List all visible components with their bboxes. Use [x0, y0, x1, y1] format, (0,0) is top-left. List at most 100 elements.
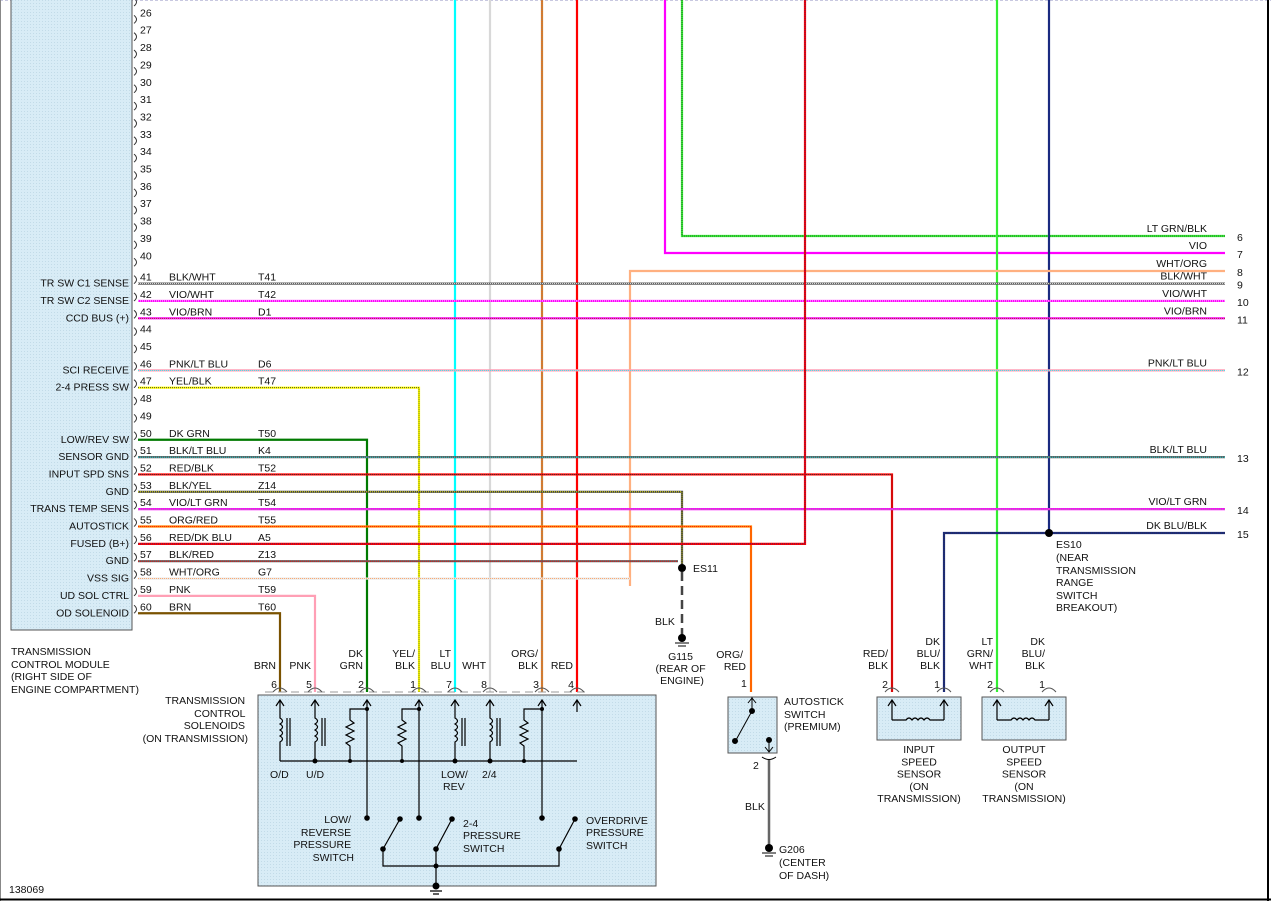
output-speed-sensor-title: OUTPUT: [1002, 744, 1046, 756]
pin-connector: [133, 84, 137, 94]
right-pin-number: 11: [1237, 314, 1248, 326]
wire-color-label: VIO/LT GRN: [169, 497, 228, 509]
ground-icon: [675, 634, 689, 647]
wire-color-label: RED/DK BLU: [169, 532, 232, 544]
pin-connector: [133, 535, 137, 545]
solenoid-coil-icon: [278, 712, 284, 761]
g115-label: G115 (REAR OF ENGINE): [655, 651, 708, 687]
sensor-wire-label: WHT: [969, 660, 993, 672]
junction-dot: [487, 758, 493, 764]
pin-function: FUSED (B+): [70, 538, 129, 550]
pin-number: 53: [140, 480, 152, 492]
sensor-pin-number: 2: [987, 679, 993, 691]
pin-connector: [447, 687, 463, 693]
ground-icon: [762, 844, 776, 857]
wire-color-label: BLK/YEL: [169, 480, 212, 492]
label-od: O/D: [270, 769, 289, 781]
junction-dot: [417, 707, 421, 711]
pin-connector: [133, 414, 137, 423]
pin-number: 29: [140, 59, 152, 71]
pin-number: 30: [140, 77, 152, 89]
wire-color-label: RED/BLK: [169, 462, 214, 474]
circuit-id: Z13: [258, 549, 276, 561]
pin-number: 42: [140, 289, 152, 301]
sensor-wire-label: BLU/: [917, 648, 940, 660]
pin-function: GND: [106, 555, 130, 567]
solenoid-pin-number: 3: [533, 679, 539, 691]
pin-connector: [359, 687, 375, 693]
solenoid-wire-label: RED: [551, 660, 574, 672]
pin-connector: [133, 67, 137, 76]
pin-connector: [272, 687, 288, 693]
right-pin-number: 12: [1237, 366, 1249, 378]
right-pin-number: 6: [1237, 232, 1243, 244]
pin-connector: [133, 0, 137, 7]
pin-connector: [133, 119, 137, 128]
wire-pin-52-tracer: [138, 474, 893, 692]
pin-function: TR SW C1 SENSE: [40, 278, 129, 290]
pin-number: 25: [140, 0, 152, 2]
wire-color-label: YEL/BLK: [169, 376, 212, 388]
circuit-id: T41: [258, 272, 276, 284]
es11-label: ES11: [693, 563, 718, 575]
resistor-icon: [518, 708, 542, 761]
circuit-id: T52: [258, 462, 276, 474]
pin-connector: [534, 687, 550, 693]
pin-connector: [133, 379, 137, 389]
pin-number: 50: [140, 428, 152, 440]
pin-number: 48: [140, 393, 152, 405]
right-wire-label: BLK/LT BLU: [1150, 444, 1207, 456]
pin-function: AUTOSTICK: [69, 521, 129, 533]
circuit-id: T47: [258, 376, 276, 388]
pin-function: 2-4 PRESS SW: [55, 382, 129, 394]
circuit-id: T60: [258, 601, 276, 613]
pin-connector: [133, 587, 137, 597]
arrow-icon: [275, 698, 285, 712]
pin-connector: [133, 49, 137, 59]
arrow-icon: [1044, 698, 1054, 720]
right-wire-label: WHT/ORG: [1156, 258, 1207, 270]
junction-dot: [452, 758, 458, 764]
arrow-icon: [450, 698, 460, 712]
right-wire-label: VIO: [1189, 240, 1207, 252]
pin-number: 28: [140, 42, 152, 54]
solenoid-wire-label: GRN: [340, 660, 363, 672]
autostick-pin2-connector: [761, 756, 777, 760]
wire-color-label: BLK/LT BLU: [169, 445, 226, 457]
pin-function: INPUT SPD SNS: [49, 468, 129, 480]
circuit-id: D6: [258, 358, 272, 370]
pin-connector: [133, 483, 137, 493]
pin-connector: [133, 205, 137, 215]
junction-dot: [522, 759, 526, 763]
tcm-module-box: [10, 0, 133, 631]
circuit-id: T50: [258, 428, 276, 440]
pin-function: GND: [106, 486, 130, 498]
label-low-rev: LOW/REV: [441, 769, 468, 793]
pin-connector: [133, 552, 137, 562]
wire-color-label: BLK/RED: [169, 549, 214, 561]
pin-function: CCD BUS (+): [66, 312, 129, 324]
pin-number: 37: [140, 198, 152, 210]
output-speed-sensor-title: SPEED: [1006, 756, 1042, 768]
wire-color-label: VIO/BRN: [169, 306, 212, 318]
pin-connector: [133, 240, 137, 250]
pin-number: 46: [140, 358, 152, 370]
pin-connector: [133, 101, 137, 111]
pin-connector: [133, 32, 137, 42]
resistor-icon: [344, 708, 367, 761]
pin-number: 57: [140, 549, 152, 561]
pin-connector: [133, 153, 137, 163]
sensor-wire-label: BLK: [1025, 660, 1045, 672]
wire-dk-blu-blk-15-tracer: [943, 532, 1225, 692]
wire-lt-grn-blk-6: [680, 0, 1225, 238]
pin-number: 34: [140, 146, 152, 158]
sensor-wire-label: BLU/: [1022, 648, 1045, 660]
pin-number: 54: [140, 497, 152, 509]
pin-number: 60: [140, 601, 152, 613]
pin-function: TR SW C2 SENSE: [40, 295, 129, 307]
solenoid-pin-number: 5: [306, 679, 312, 691]
switch-icon: [558, 818, 576, 850]
wire-color-label: BLK/WHT: [169, 272, 216, 284]
low-rev-pressure-switch-label: LOW/ REVERSE PRESSURE SWITCH: [293, 814, 354, 864]
